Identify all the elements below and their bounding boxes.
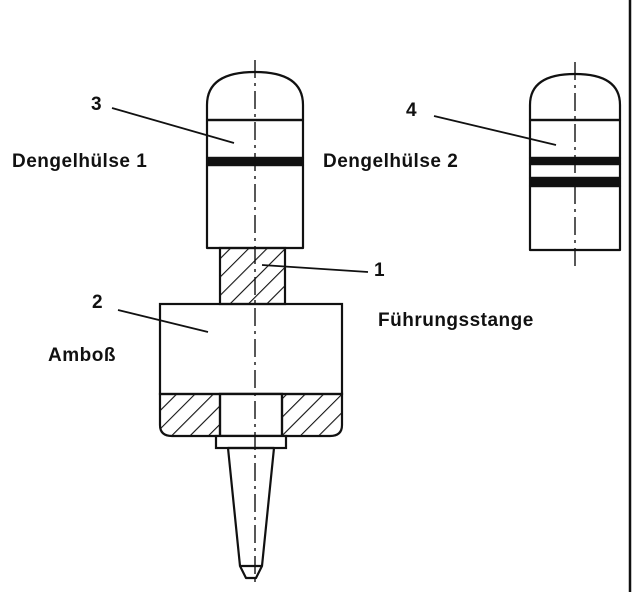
label-amboss: Amboß — [48, 345, 116, 366]
leader-lines — [111, 107, 557, 333]
callout-number-1: 1 — [374, 260, 386, 281]
callout-number-2: 2 — [92, 292, 104, 313]
fuehrungsstange-rod — [218, 246, 287, 306]
amboss-spike — [226, 446, 276, 580]
callout-number-4: 4 — [406, 100, 418, 121]
callout-number-3: 3 — [91, 94, 103, 115]
amboss-part — [158, 302, 344, 450]
label-dengelhuelse-2: Dengelhülse 2 — [323, 151, 459, 172]
label-fuehrungsstange: Führungsstange — [378, 310, 534, 331]
label-dengelhuelse-1: Dengelhülse 1 — [12, 151, 148, 172]
